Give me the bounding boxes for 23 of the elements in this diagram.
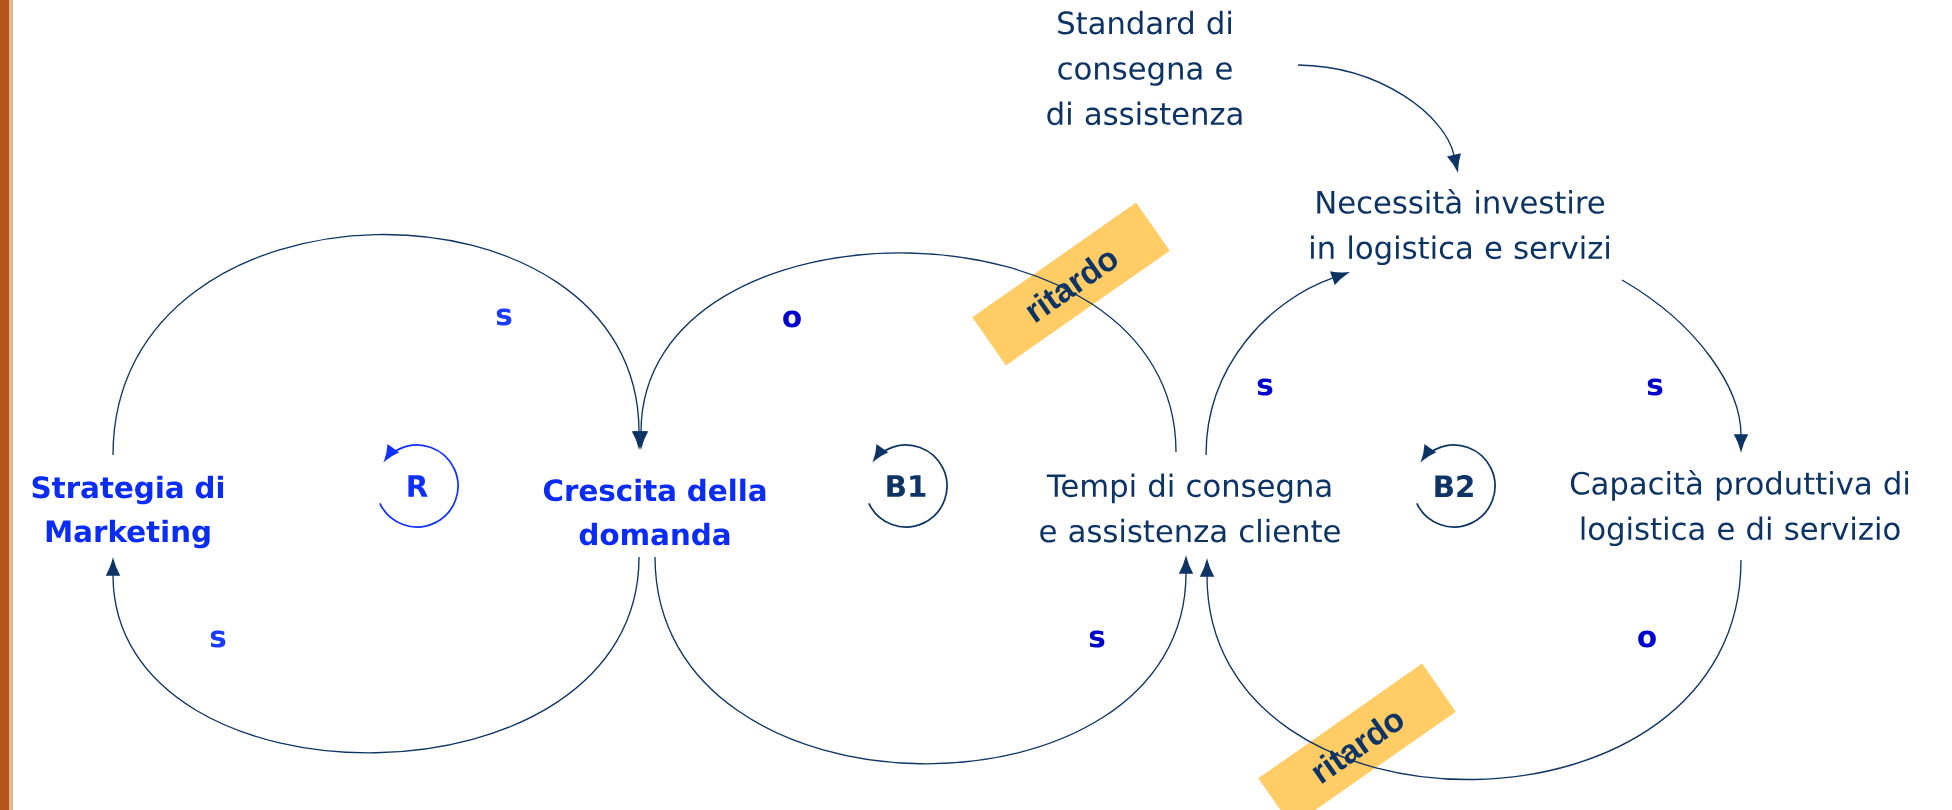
variable-label: Tempi di consegna e assistenza cliente — [1040, 473, 1340, 543]
arrow — [634, 252, 1177, 453]
polarity-label: s — [1086, 629, 1108, 649]
variable-label: Standard di consegna e di assistenza — [1047, 10, 1242, 126]
arrow — [1205, 271, 1349, 456]
arrow — [1200, 559, 1742, 781]
polarity-label: s — [493, 307, 515, 327]
variable-label: Capacità produttiva di logistica e di servizio — [1570, 469, 1908, 547]
polarity-label: o — [780, 309, 804, 329]
polarity-label: s — [1254, 377, 1276, 397]
variable-label: Necessità investire in logistica e servizi — [1311, 188, 1609, 266]
variable-label: Strategia di Marketing — [32, 475, 224, 549]
arrow — [654, 556, 1193, 765]
loop-label: B1 — [887, 475, 926, 497]
variable-label: Crescita della domanda — [543, 478, 766, 546]
polarity-label: s — [1644, 377, 1666, 397]
arrow — [1297, 64, 1461, 172]
loop-label: R — [408, 475, 428, 497]
arrow — [106, 556, 640, 754]
polarity-label: o — [1635, 629, 1659, 649]
loop-label: B2 — [1435, 475, 1473, 497]
polarity-label: s — [207, 629, 229, 649]
arrow — [1621, 279, 1748, 452]
